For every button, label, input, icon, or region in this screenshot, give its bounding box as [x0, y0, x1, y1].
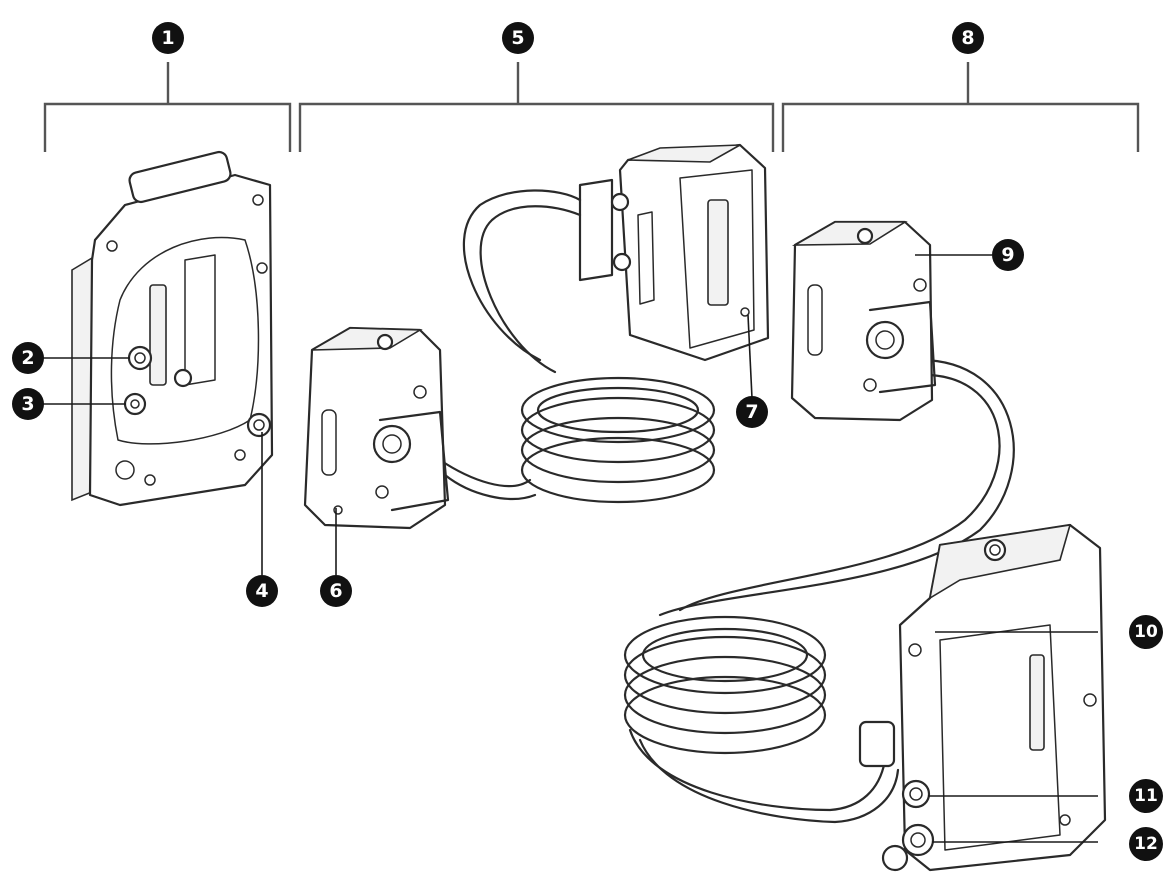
callout-7: 7 [736, 396, 768, 428]
callout-label: 6 [329, 580, 342, 602]
cable-coil-lower [623, 615, 827, 755]
mounting-plate [71, 150, 274, 507]
cable-connector-front [303, 326, 450, 530]
bracket-group-5 [298, 62, 775, 152]
callout-5: 5 [502, 22, 534, 54]
callout-11: 11 [1129, 779, 1163, 813]
camera-adaptor [858, 523, 1107, 872]
callout-label: 12 [1134, 834, 1158, 854]
callout-label: 11 [1134, 786, 1158, 806]
callout-label: 8 [961, 27, 974, 49]
callout-label: 10 [1134, 622, 1158, 642]
adaptor-cable [623, 220, 1107, 872]
bracket-group-8 [781, 62, 1140, 152]
callout-label: 2 [21, 347, 34, 369]
callout-label: 3 [21, 393, 34, 415]
callout-label: 4 [255, 580, 268, 602]
cable-coil-upper [520, 376, 716, 504]
callout-label: 1 [161, 27, 174, 49]
callout-label: 5 [511, 27, 524, 49]
cable-connector-top [578, 143, 770, 362]
callout-9: 9 [992, 239, 1024, 271]
callout-12: 12 [1129, 827, 1163, 861]
callout-6: 6 [320, 575, 352, 607]
callout-label: 7 [745, 401, 758, 423]
leader-lines [43, 254, 1098, 843]
callout-4: 4 [246, 575, 278, 607]
callout-1: 1 [152, 22, 184, 54]
group-brackets [43, 62, 1140, 152]
callout-label: 9 [1001, 244, 1014, 266]
callout-10: 10 [1129, 615, 1163, 649]
adaptor-cable-connector [790, 220, 937, 422]
connection-cable [303, 143, 770, 530]
bracket-group-1 [43, 62, 292, 152]
callouts: 1 2 3 4 5 6 7 8 [12, 22, 1163, 861]
callout-2: 2 [12, 342, 44, 374]
callout-3: 3 [12, 388, 44, 420]
callout-8: 8 [952, 22, 984, 54]
